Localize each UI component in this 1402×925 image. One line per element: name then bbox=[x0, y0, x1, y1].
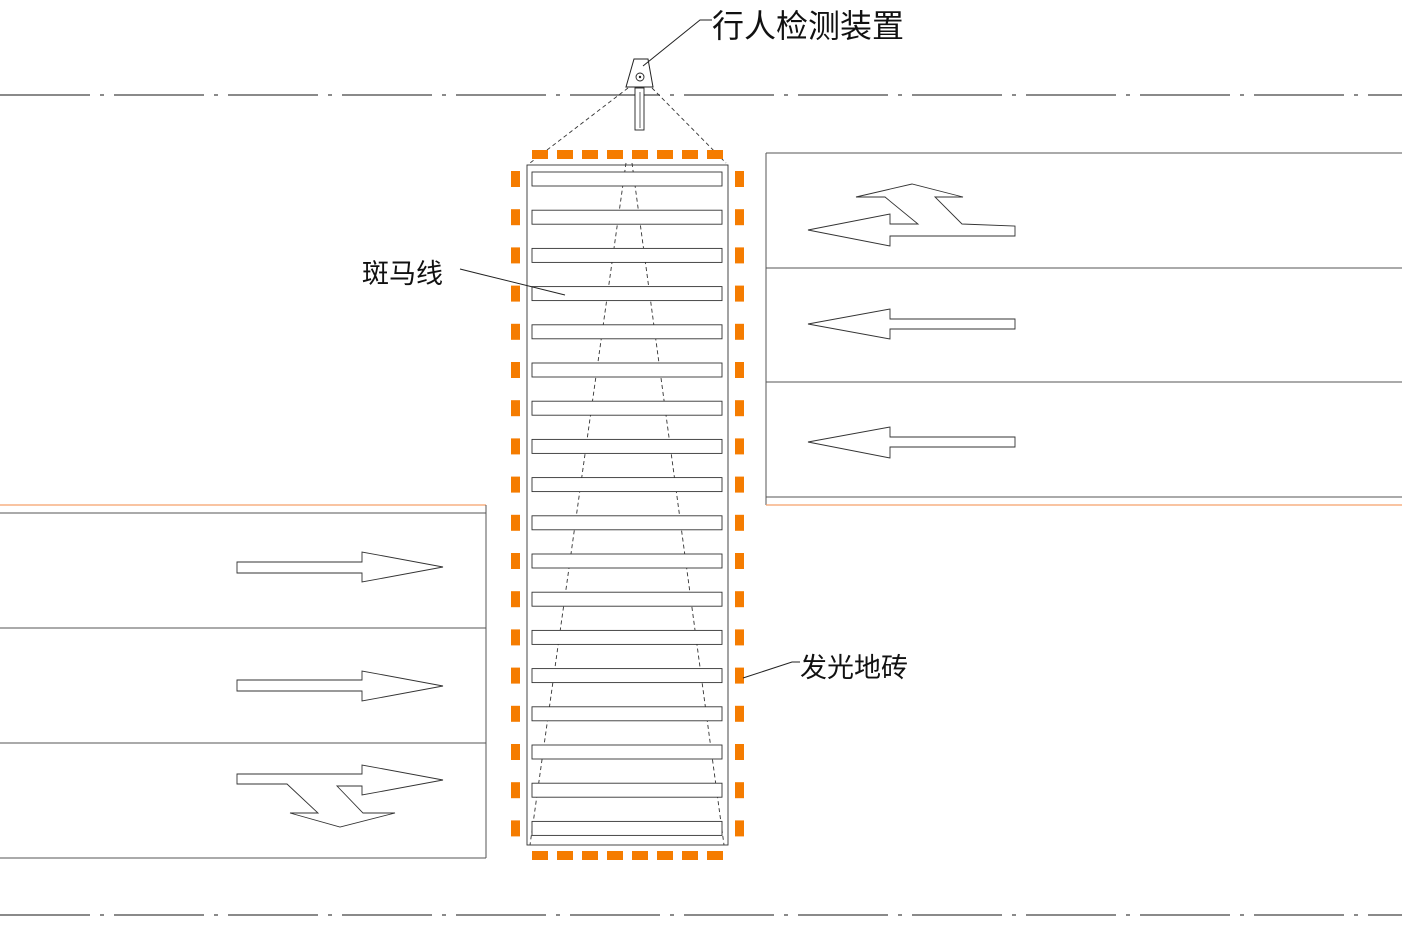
light-tile bbox=[632, 851, 648, 860]
light-tile bbox=[735, 744, 744, 760]
arrow-right-uturn-icon bbox=[236, 764, 444, 828]
zebra-stripe bbox=[531, 553, 723, 569]
light-tile bbox=[735, 438, 744, 455]
zebra-stripe bbox=[531, 286, 723, 302]
light-tile bbox=[511, 820, 520, 837]
light-tile bbox=[582, 150, 598, 159]
light-tile bbox=[707, 851, 723, 860]
light-tile bbox=[735, 476, 744, 493]
zebra-stripe bbox=[531, 820, 723, 836]
tile-leader-line bbox=[742, 661, 800, 679]
light-tile bbox=[511, 667, 520, 684]
light-tile bbox=[511, 744, 520, 760]
light-tile bbox=[532, 150, 548, 159]
arrow-left-icon bbox=[807, 308, 1016, 340]
zebra-stripe bbox=[531, 477, 723, 493]
light-tile bbox=[511, 553, 520, 569]
zebra-stripe bbox=[531, 744, 723, 760]
light-tile bbox=[511, 400, 520, 417]
light-tile bbox=[511, 438, 520, 455]
light-tile bbox=[557, 851, 573, 860]
light-tile bbox=[657, 851, 673, 860]
left-lanes bbox=[0, 504, 487, 859]
light-tile bbox=[607, 150, 623, 159]
arrow-left-uturn-icon bbox=[807, 183, 1016, 247]
crosswalk-outline bbox=[526, 164, 729, 846]
light-tile bbox=[735, 591, 744, 608]
light-tile bbox=[511, 629, 520, 646]
light-tile bbox=[632, 150, 648, 159]
light-tile bbox=[511, 323, 520, 340]
light-tile bbox=[735, 629, 744, 646]
light-tile bbox=[607, 851, 623, 860]
light-tile bbox=[511, 209, 520, 226]
light-tile bbox=[582, 851, 598, 860]
light-tile bbox=[532, 851, 548, 860]
zebra-stripe bbox=[531, 782, 723, 798]
zebra-stripe bbox=[531, 591, 723, 607]
zebra-stripes bbox=[531, 171, 723, 836]
zebra-stripe bbox=[531, 400, 723, 416]
light-tile bbox=[511, 782, 520, 799]
light-tile bbox=[557, 150, 573, 159]
zebra-stripe bbox=[531, 706, 723, 722]
light-tile bbox=[707, 150, 723, 159]
zebra-leader-line bbox=[459, 268, 566, 296]
zebra-stripe bbox=[531, 324, 723, 340]
light-tile bbox=[735, 820, 744, 837]
light-tile bbox=[735, 362, 744, 378]
light-tile bbox=[735, 285, 744, 302]
light-tile bbox=[735, 667, 744, 684]
light-tile bbox=[511, 705, 520, 722]
zebra-stripe bbox=[531, 171, 723, 187]
light-tile bbox=[735, 247, 744, 264]
zebra-stripe bbox=[531, 438, 723, 454]
light-tile bbox=[682, 150, 698, 159]
light-tile bbox=[735, 400, 744, 417]
arrow-right-icon bbox=[236, 670, 444, 702]
light-tile bbox=[682, 851, 698, 860]
light-tile bbox=[735, 553, 744, 569]
zebra-stripe bbox=[531, 629, 723, 645]
light-tile bbox=[511, 171, 520, 187]
zebra-stripe bbox=[531, 247, 723, 263]
arrow-right-icon bbox=[236, 551, 444, 583]
zebra-stripe bbox=[531, 362, 723, 378]
detector-leader-line bbox=[642, 19, 712, 67]
light-tiles bbox=[511, 150, 744, 860]
zebra-stripe bbox=[531, 668, 723, 684]
zebra-stripe bbox=[531, 515, 723, 531]
light-tile bbox=[511, 247, 520, 264]
light-tile bbox=[511, 476, 520, 493]
light-tile bbox=[735, 171, 744, 187]
camera-icon bbox=[625, 58, 654, 131]
arrow-left-icon bbox=[807, 426, 1016, 459]
detection-rays bbox=[529, 87, 727, 846]
light-tile bbox=[735, 782, 744, 799]
light-tile bbox=[735, 514, 744, 531]
light-tile bbox=[735, 705, 744, 722]
right-lanes bbox=[765, 152, 1402, 506]
light-tile bbox=[511, 362, 520, 378]
light-tile bbox=[511, 514, 520, 531]
light-tile bbox=[511, 591, 520, 608]
light-tile bbox=[657, 150, 673, 159]
label-pedestrian-detector: 行人检测装置 bbox=[712, 7, 904, 45]
light-tile bbox=[735, 209, 744, 226]
light-tile bbox=[735, 323, 744, 340]
label-light-tiles: 发光地砖 bbox=[800, 653, 908, 684]
zebra-stripe bbox=[531, 209, 723, 225]
light-tile bbox=[511, 285, 520, 302]
label-zebra-crossing: 斑马线 bbox=[362, 259, 443, 290]
